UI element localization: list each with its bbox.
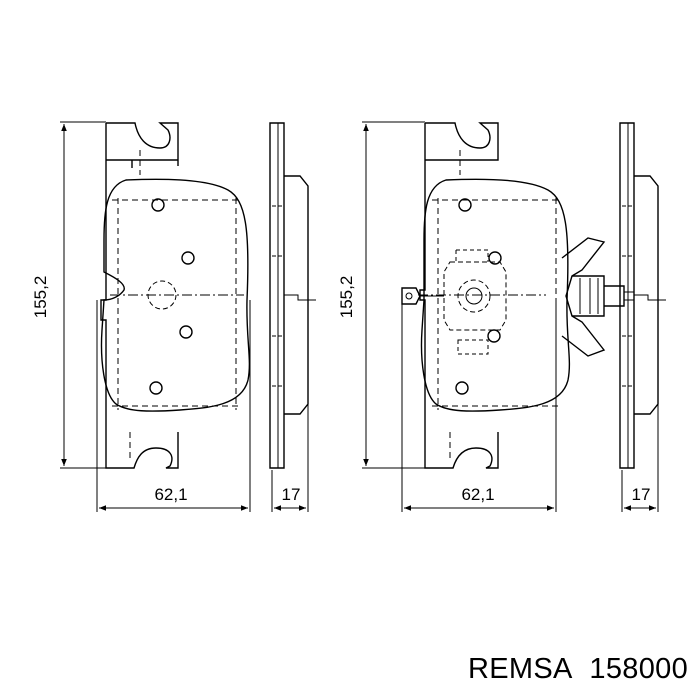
part-number: 158000 [589,653,688,685]
backing-plate-outline [100,122,179,469]
thickness-label-left: 17 [282,485,301,504]
center-recess [147,280,177,310]
pin-hole [488,251,502,265]
width-label-right: 62,1 [461,485,494,504]
width-dimension-right [401,300,557,512]
pin-hole [458,198,472,212]
height-label-right: 155,2 [337,276,356,319]
pin-hole [455,381,469,395]
backing-plate-outline [419,122,499,469]
retaining-spring-icon [561,237,635,357]
thickness-label-right: 17 [632,485,651,504]
height-label-left: 155,2 [31,276,50,319]
thickness-dimension-right [621,300,659,512]
part-caption: REMSA 158000 [468,653,688,686]
width-dimension-left [96,300,251,512]
friction-inner-dashed [432,150,560,460]
pin-hole [179,325,193,339]
pad-side-view-left [269,122,316,469]
friction-inner-dashed [112,150,240,460]
height-dimension-left [60,121,106,469]
pad-front-view-left [100,122,251,469]
brand-name: REMSA [468,653,572,685]
pad-front-view-right [401,122,571,469]
height-dimension-right [362,121,425,469]
wear-indicator-clip [401,249,507,355]
friction-material-outline [100,178,251,412]
pin-hole [181,251,195,265]
pin-hole [149,381,163,395]
pin-hole [487,329,501,343]
width-label-left: 62,1 [154,485,187,504]
pin-hole [151,198,165,212]
pad-side-view-right [561,122,666,469]
thickness-dimension-left [271,300,309,512]
friction-material-outline [420,178,571,412]
